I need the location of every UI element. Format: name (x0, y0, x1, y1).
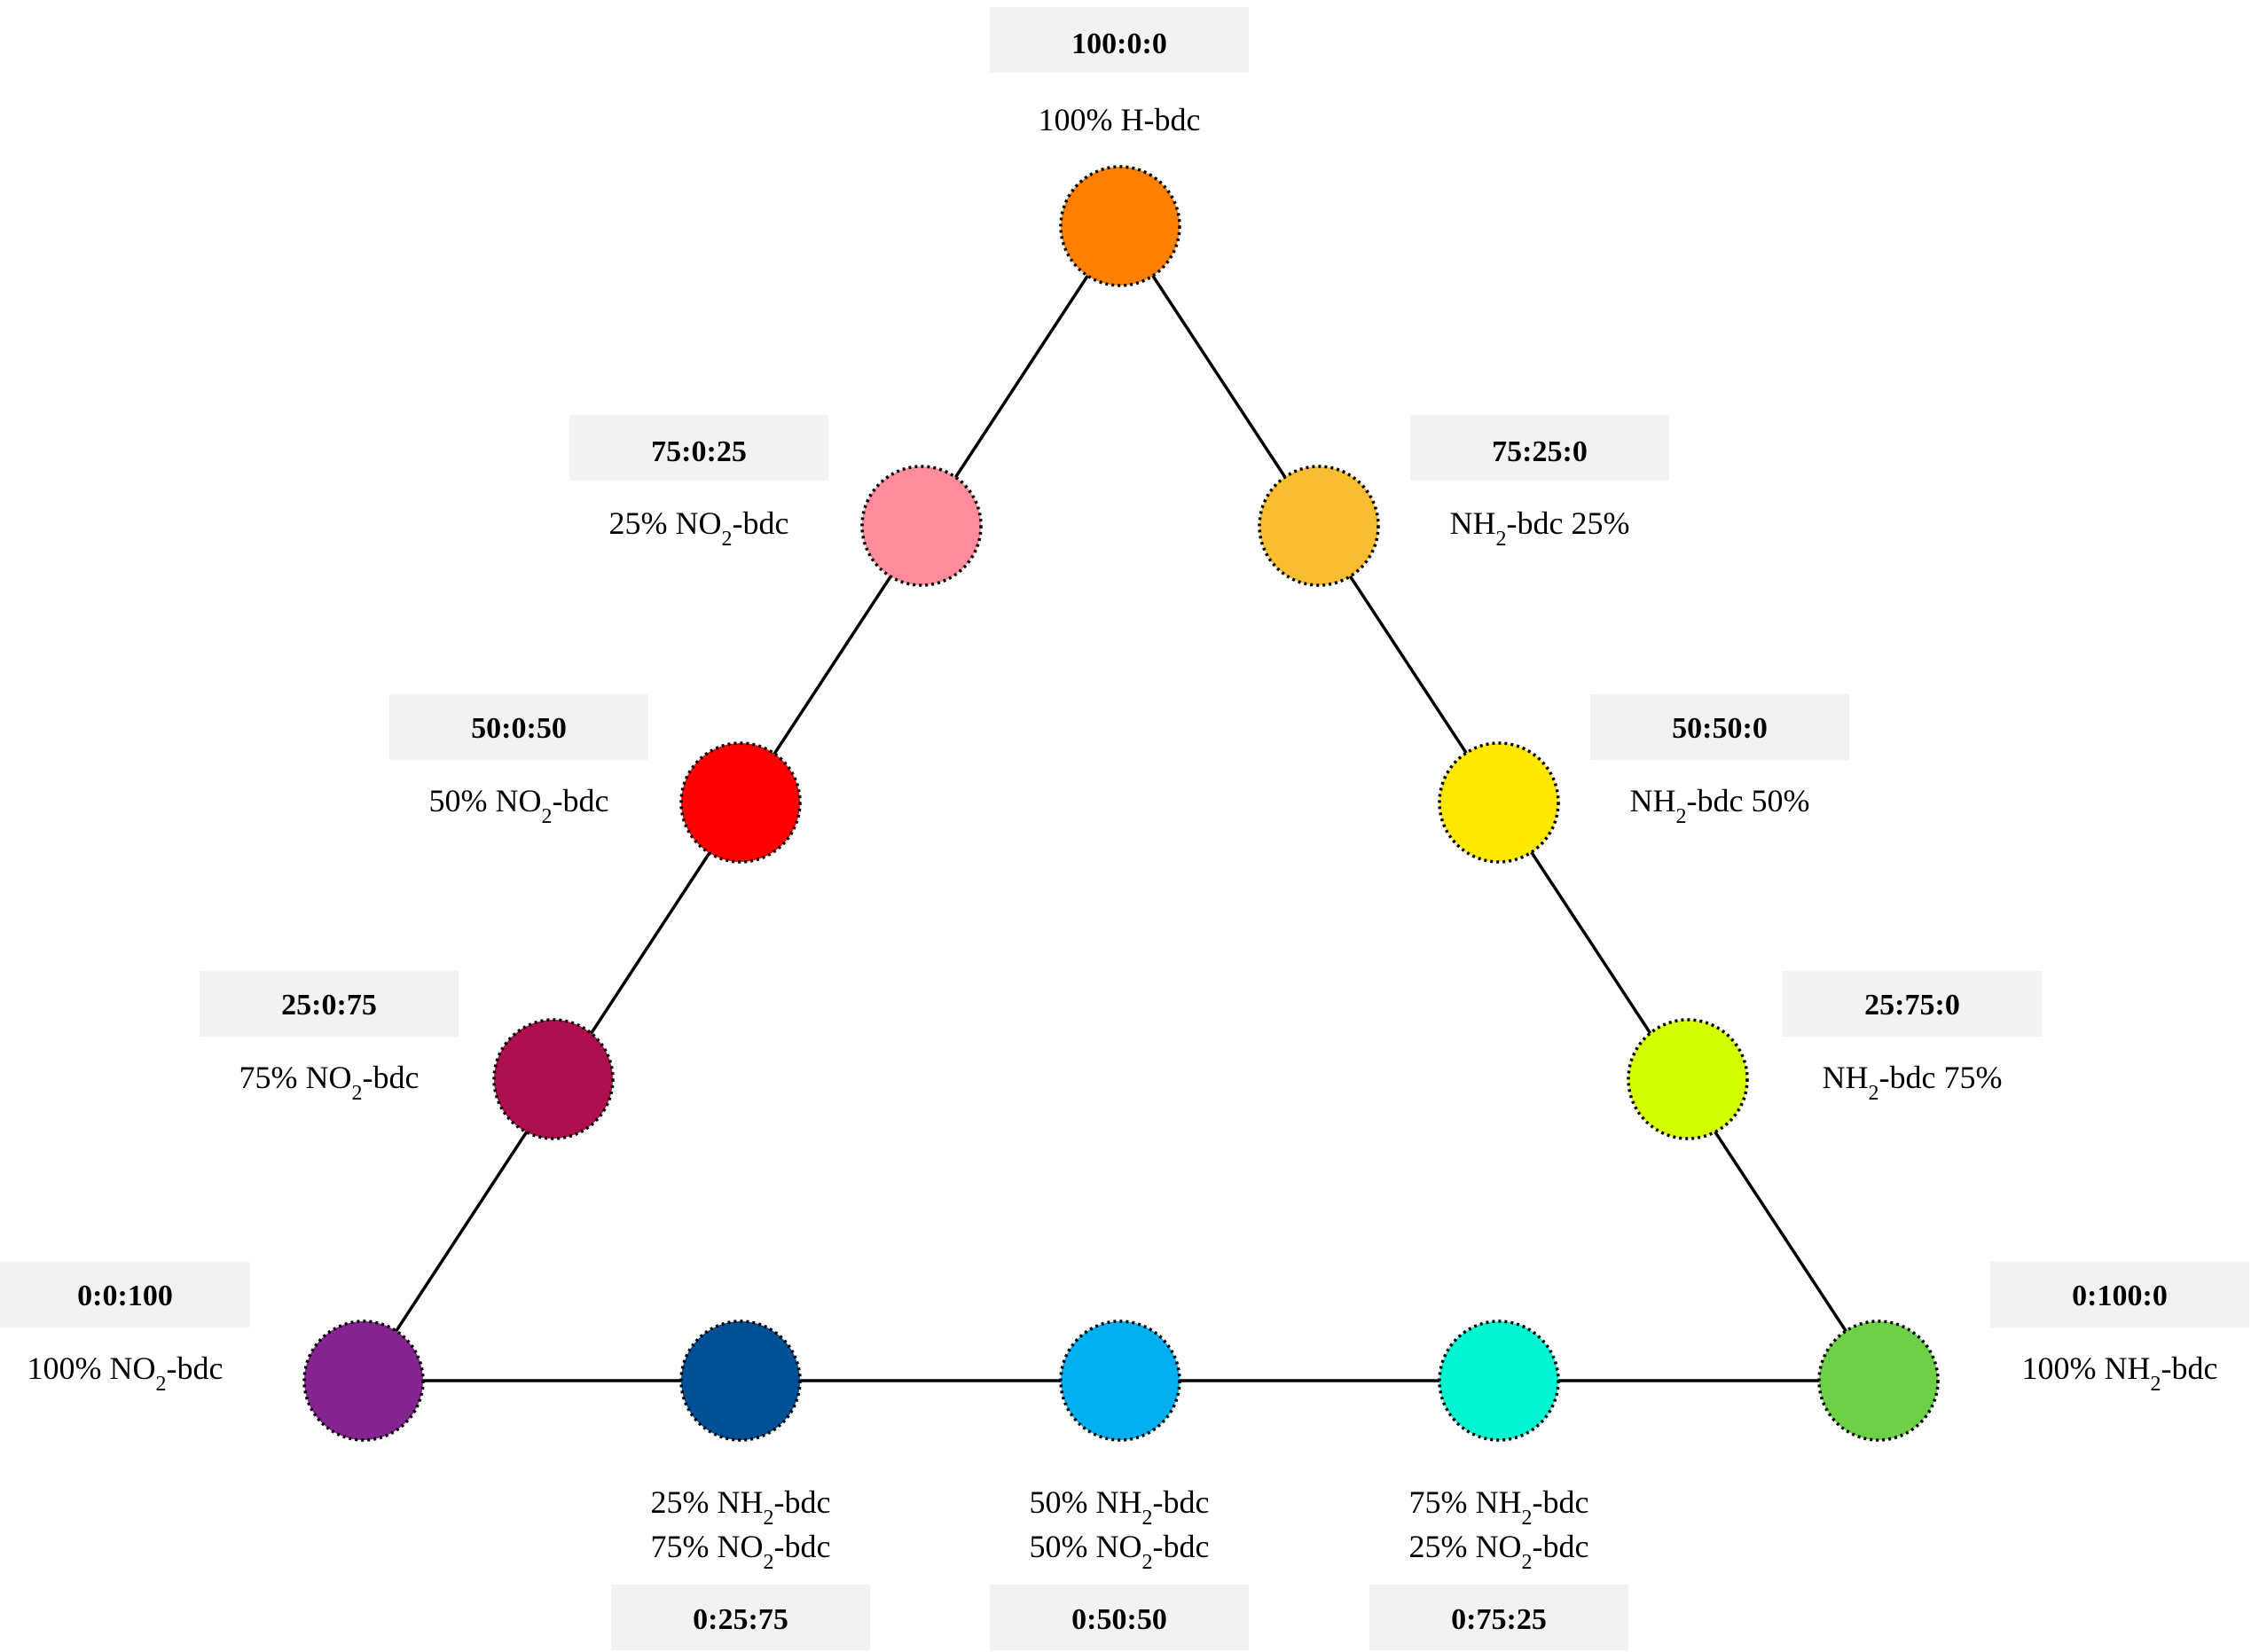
composition-text-2-nh50-no50: 50% NO2-bdc (1030, 1529, 1210, 1574)
node-h50-nh50 (1438, 741, 1560, 864)
ratio-label-h75-no25: 75:0:25 (569, 415, 828, 481)
ratio-box (611, 1585, 870, 1650)
node-nh50-no50 (1059, 1319, 1181, 1442)
ratio-box (990, 7, 1249, 73)
composition-text-h50-nh50: NH2-bdc 50% (1630, 783, 1810, 828)
ratio-label-no100: 0:0:100 (0, 1262, 250, 1327)
ratio-box (0, 1262, 250, 1327)
ratio-label-h25-nh75: 25:75:0 (1783, 971, 2042, 1037)
ratio-text: 50:0:50 (471, 712, 567, 745)
node-h100 (1059, 165, 1181, 287)
node-nh25-no75 (679, 1319, 802, 1442)
ratio-box (389, 694, 648, 760)
ratio-label-nh50-no50: 0:50:50 (990, 1585, 1249, 1650)
ratio-label-nh75-no25: 0:75:25 (1369, 1585, 1628, 1650)
ratio-label-nh25-no75: 0:25:75 (611, 1585, 870, 1650)
node-h75-no25 (860, 465, 983, 587)
ratio-box (569, 415, 828, 481)
ratio-text: 25:75:0 (1864, 989, 1960, 1022)
ratio-box (1369, 1585, 1628, 1650)
ratio-label-nh100: 0:100:0 (1990, 1262, 2249, 1327)
ratio-label-h100: 100:0:0 (990, 7, 1249, 73)
composition-nodes (302, 165, 1940, 1442)
ratio-box (200, 971, 459, 1037)
composition-text-nh75-no25: 75% NH2-bdc (1409, 1484, 1589, 1530)
composition-text-h25-no75: 75% NO2-bdc (239, 1060, 420, 1105)
composition-text-h25-nh75: NH2-bdc 75% (1823, 1060, 2003, 1105)
ratio-text: 0:100:0 (2072, 1280, 2168, 1312)
ratio-box (1410, 415, 1669, 481)
composition-text-2-nh25-no75: 75% NO2-bdc (651, 1529, 831, 1574)
node-h75-nh25 (1258, 465, 1380, 587)
ratio-text: 75:0:25 (651, 435, 747, 468)
composition-text-h50-no50: 50% NO2-bdc (429, 783, 609, 828)
composition-text-h75-no25: 25% NO2-bdc (609, 505, 789, 551)
ratio-text: 100:0:0 (1071, 27, 1167, 60)
ratio-text: 0:75:25 (1451, 1603, 1547, 1636)
composition-text-nh25-no75: 25% NH2-bdc (651, 1484, 831, 1530)
ratio-box (1990, 1262, 2249, 1327)
node-nh75-no25 (1438, 1319, 1560, 1442)
ratio-label-h50-nh50: 50:50:0 (1590, 694, 1849, 760)
node-h25-no75 (492, 1018, 615, 1140)
ratio-label-h75-nh25: 75:25:0 (1410, 415, 1669, 481)
node-nh100 (1817, 1319, 1940, 1442)
ratio-text: 75:25:0 (1492, 435, 1588, 468)
ratio-text: 25:0:75 (281, 989, 377, 1022)
composition-text-h75-nh25: NH2-bdc 25% (1450, 505, 1630, 551)
node-no100 (302, 1319, 425, 1442)
ratio-text: 0:50:50 (1071, 1603, 1167, 1636)
ratio-text: 50:50:0 (1672, 712, 1768, 745)
composition-text-no100: 100% NO2-bdc (27, 1351, 224, 1396)
composition-labels: 100:0:0 100% H-bdc 75:0:25 25% NO2-bdc 50:0:… (0, 7, 2249, 1650)
ratio-box (1590, 694, 1849, 760)
ratio-label-h25-no75: 25:0:75 (200, 971, 459, 1037)
node-h25-nh75 (1627, 1018, 1749, 1140)
composition-text-nh50-no50: 50% NH2-bdc (1030, 1484, 1210, 1530)
ratio-text: 0:25:75 (693, 1603, 788, 1636)
composition-text-2-nh75-no25: 25% NO2-bdc (1409, 1529, 1589, 1574)
ratio-label-h50-no50: 50:0:50 (389, 694, 648, 760)
node-h50-no50 (679, 741, 802, 864)
ratio-box (1783, 971, 2042, 1037)
ratio-box (990, 1585, 1249, 1650)
ratio-text: 0:0:100 (77, 1280, 173, 1312)
composition-text-h100: 100% H-bdc (1039, 102, 1201, 137)
composition-text-nh100: 100% NH2-bdc (2022, 1351, 2218, 1396)
